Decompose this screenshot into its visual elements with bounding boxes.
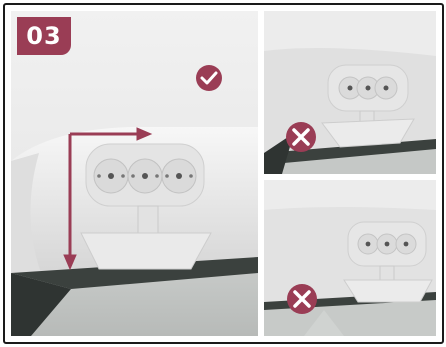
check-icon (196, 65, 222, 91)
incorrect-placement-illustration-bottom (264, 180, 436, 336)
cross-icon (286, 122, 316, 152)
socket-outlet (322, 65, 414, 147)
incorrect-placement-illustration-top (264, 11, 436, 174)
incorrect-placement-panel-top (264, 11, 436, 174)
step-number-badge: 03 (17, 17, 71, 55)
cross-icon (287, 284, 317, 314)
instruction-frame: 03 (3, 3, 444, 344)
socket-outlet (344, 222, 432, 302)
correct-placement-illustration (11, 11, 258, 336)
correct-placement-panel: 03 (11, 11, 258, 336)
incorrect-placement-panel-bottom (264, 180, 436, 336)
